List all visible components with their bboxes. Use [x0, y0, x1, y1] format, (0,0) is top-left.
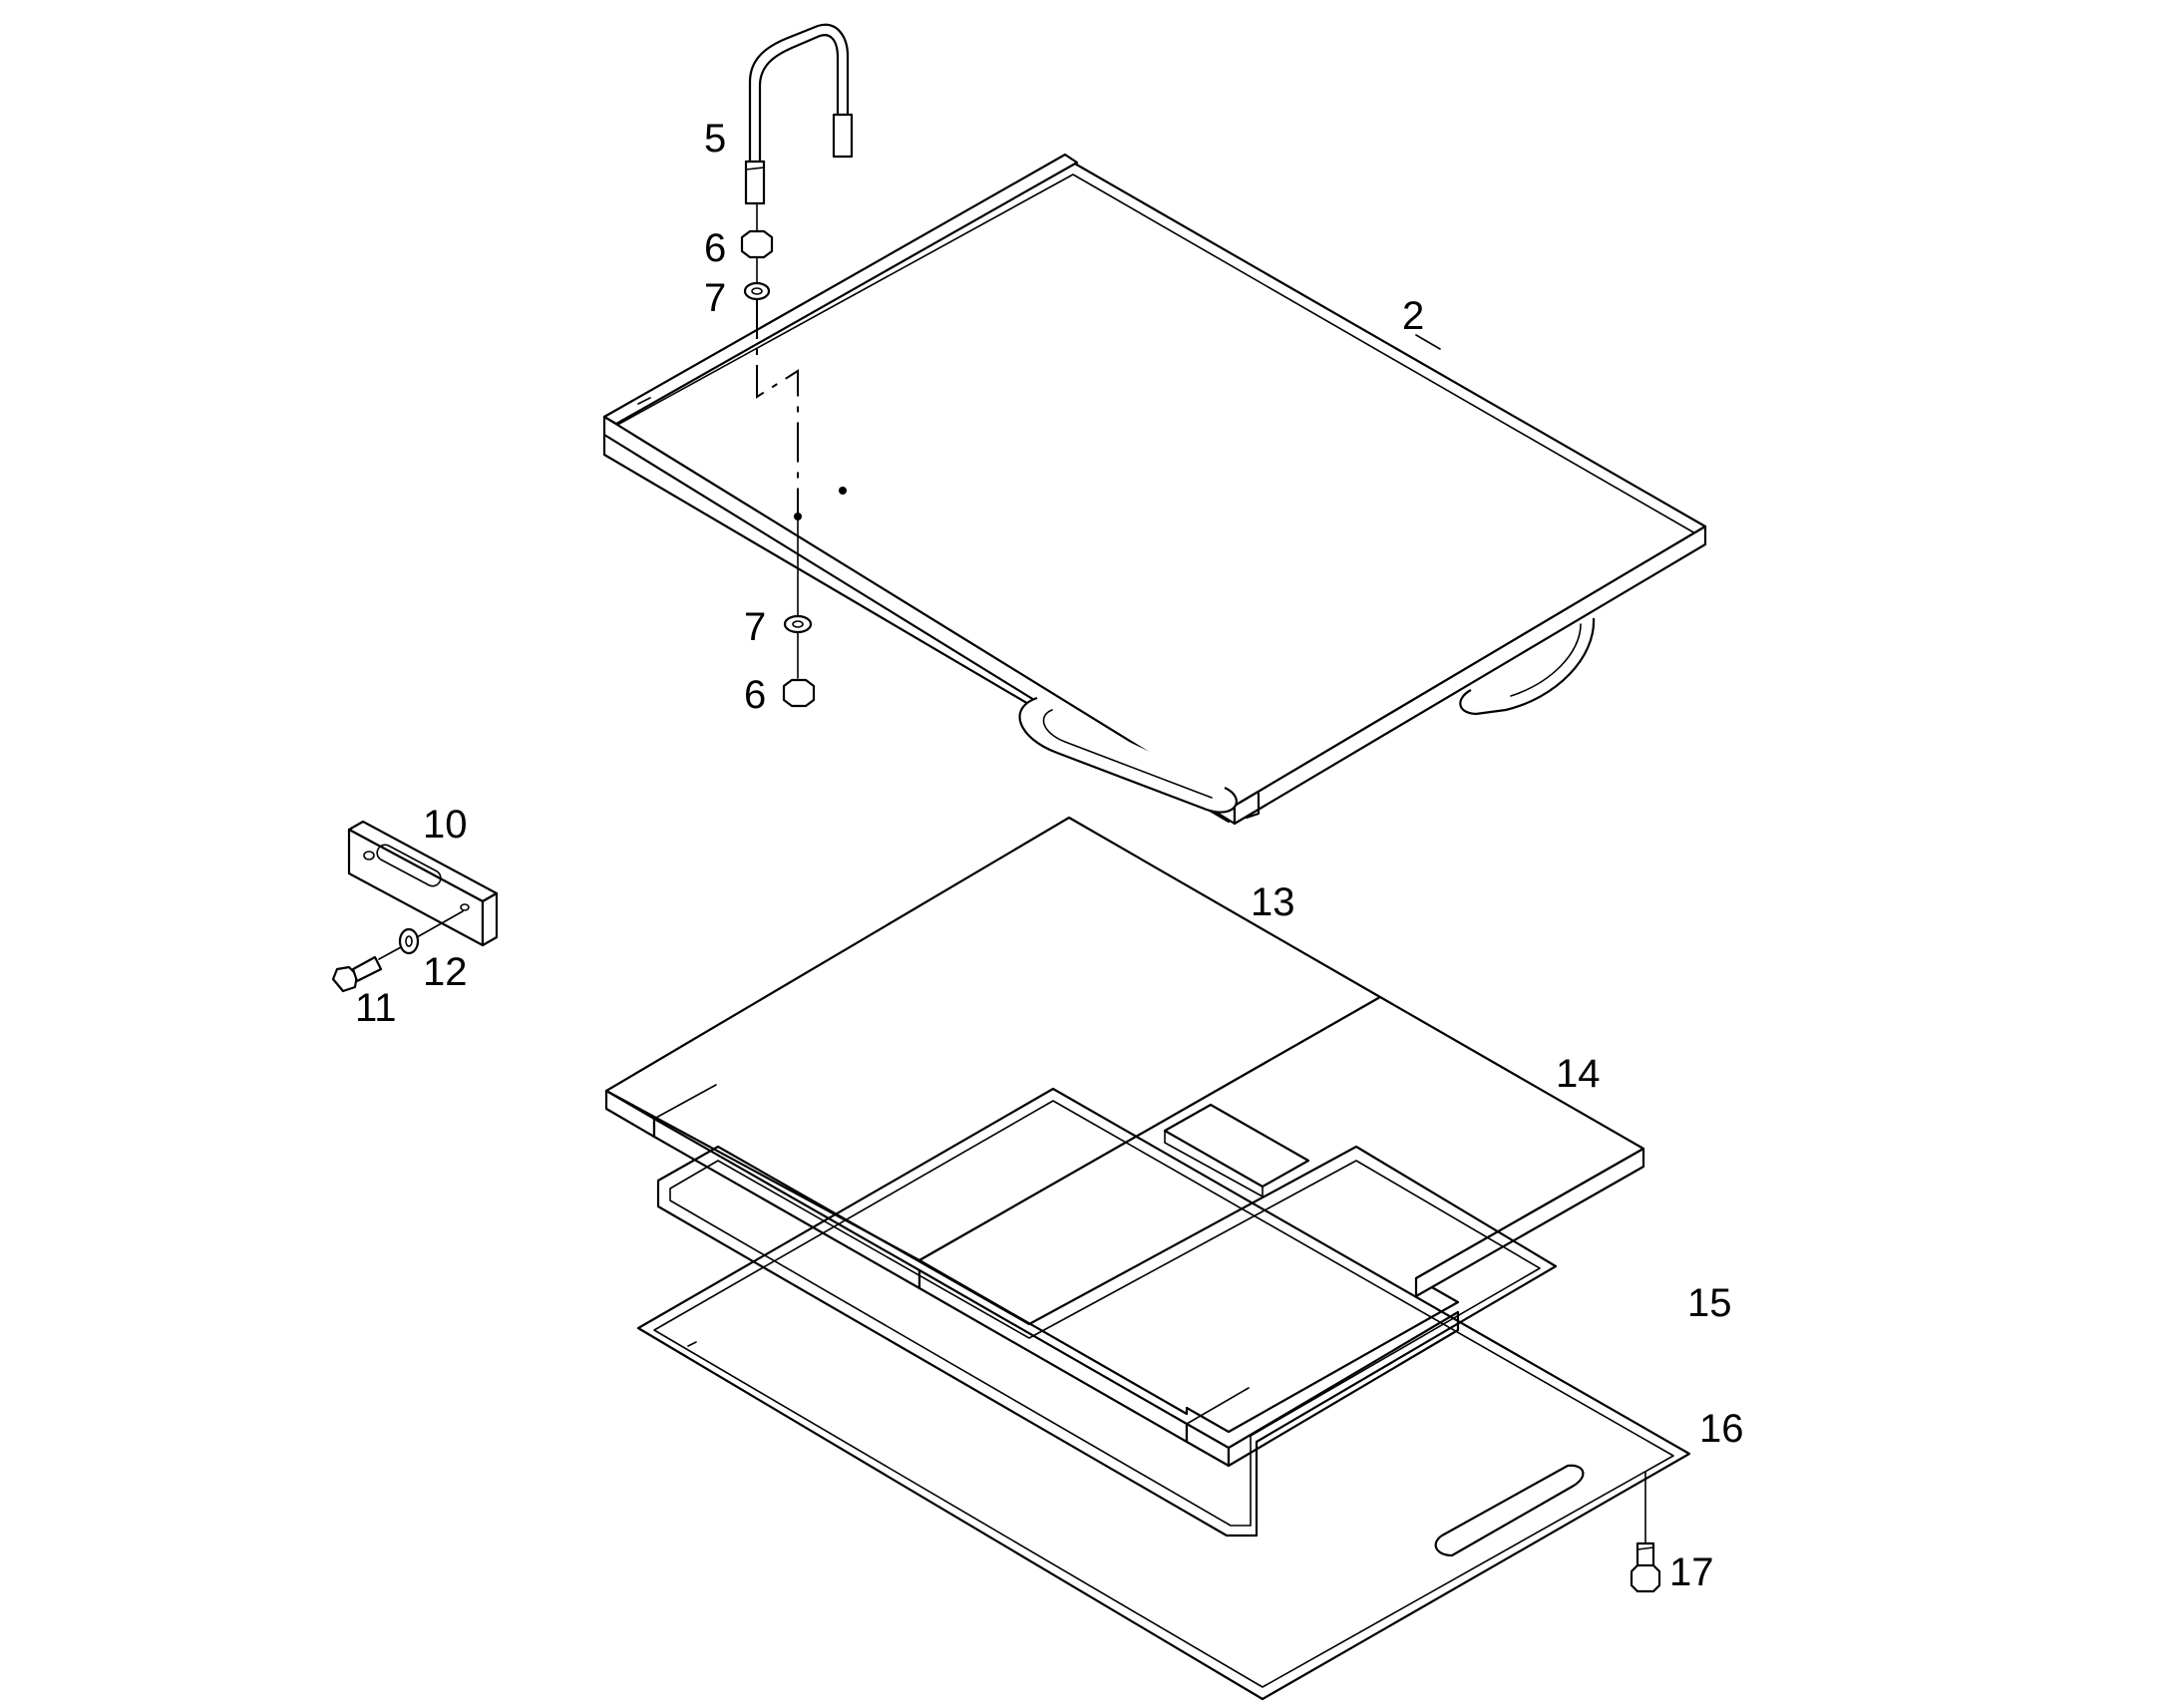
callout-7-upper: 7 [704, 276, 726, 320]
lower-washer [783, 614, 813, 634]
callout-17: 17 [1669, 1550, 1714, 1594]
u-bolt-thread-right [832, 113, 854, 159]
lower-fasteners [782, 517, 816, 708]
lid-skirt-right [1245, 792, 1261, 820]
u-bolt-threads [745, 167, 765, 171]
hinge-knuckles [637, 397, 651, 405]
callout-15: 15 [1687, 1281, 1732, 1325]
axis-line [416, 910, 464, 938]
panel-14-right-edge [1414, 1147, 1645, 1298]
panel-14-front-edge-2 [1185, 1422, 1231, 1468]
u-bolt-body [748, 23, 850, 164]
bracket-washer-hole [405, 935, 413, 947]
panel-notch-edge [1164, 1130, 1264, 1197]
callout-2: 2 [1402, 294, 1424, 338]
bracket-hole [363, 851, 375, 860]
lid-right-edge [1233, 524, 1707, 826]
gasket-inner [669, 1160, 1541, 1527]
center-line [756, 299, 799, 518]
callout-12: 12 [423, 950, 468, 994]
bracket-hole [460, 903, 470, 911]
lid-assembly [602, 153, 1707, 826]
base-sheet-outer [636, 1087, 1691, 1701]
lower-nut [782, 678, 816, 708]
bracket-assembly [331, 820, 499, 993]
lid-hole [839, 487, 847, 495]
panel-14-top [917, 995, 1645, 1434]
gasket-frame-15 [656, 1145, 1558, 1537]
screw-threads [1636, 1546, 1654, 1550]
lid-front-handle [1018, 696, 1238, 814]
panel-slot [653, 1084, 717, 1120]
bracket-washer [398, 927, 420, 955]
callout-16: 16 [1699, 1407, 1744, 1451]
upper-nut [740, 229, 774, 259]
callout-6-upper: 6 [704, 226, 726, 270]
callout-11: 11 [355, 986, 397, 1030]
callout-5: 5 [704, 117, 726, 161]
u-bolt [744, 23, 854, 205]
panel-slot [1186, 1387, 1250, 1425]
callout-7-lower: 7 [744, 605, 766, 649]
u-bolt-thread-left [744, 160, 766, 205]
callouts: 2 5 6 7 7 6 10 11 12 13 14 15 16 17 [355, 117, 1744, 1594]
piano-hinge [602, 153, 1079, 426]
upper-washer [743, 281, 771, 301]
axis-line [378, 946, 402, 960]
lid-rim-line [609, 173, 1696, 534]
lid-side-handle-inner [1510, 623, 1582, 697]
lid-side-handle [1459, 617, 1596, 716]
upper-fasteners [740, 202, 799, 518]
base-sheet-slot [1434, 1464, 1585, 1557]
gasket-outer [656, 1145, 1558, 1537]
u-bolt-body-inner [758, 34, 840, 164]
base-sheet-inner [653, 1100, 1674, 1688]
callout-10: 10 [423, 803, 468, 847]
lid-front-handle-inner [1042, 709, 1213, 799]
lower-washer-hole [792, 620, 804, 628]
screw-17 [1630, 1471, 1661, 1593]
leader-lines [1415, 334, 1441, 350]
base-tabs [687, 1341, 697, 1347]
bracket-slot [376, 844, 442, 887]
panel-notch [1163, 1103, 1310, 1189]
screw-head [1630, 1563, 1661, 1593]
lid-skirt [602, 433, 1231, 824]
callout-6-lower: 6 [744, 673, 766, 717]
callout-14: 14 [1556, 1052, 1601, 1096]
insulation-panels [604, 816, 1645, 1468]
lid-top-face [602, 161, 1707, 808]
panel-14-side-edge [1227, 1310, 1460, 1468]
bracket-bolt-shank [351, 955, 383, 983]
bracket-side [481, 891, 499, 947]
base-sheet-16 [636, 1087, 1691, 1701]
leader-2 [1415, 334, 1441, 350]
callout-13: 13 [1251, 880, 1295, 924]
upper-washer-hole [751, 287, 763, 295]
